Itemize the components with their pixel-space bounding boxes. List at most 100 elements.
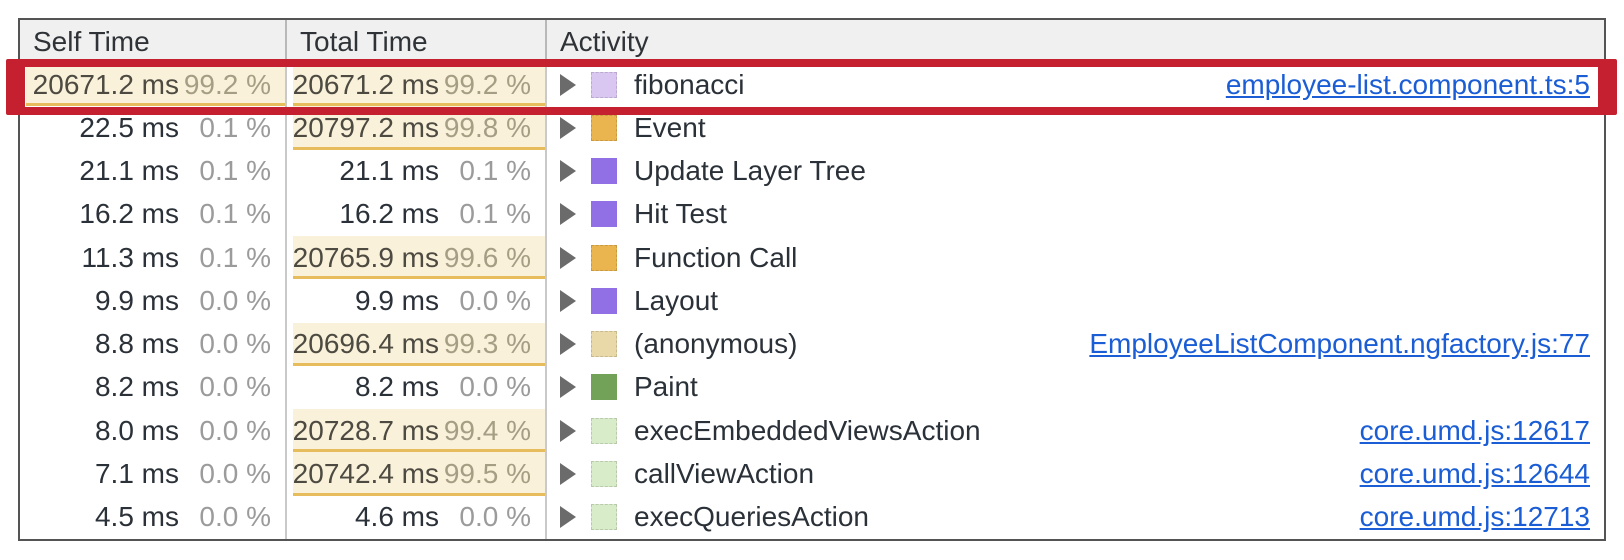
source-link[interactable]: core.umd.js:12713	[1359, 501, 1590, 533]
activity-label: Hit Test	[634, 198, 727, 230]
total-time-cell: 9.9 ms 0.0 %	[287, 279, 547, 323]
category-swatch-icon	[591, 158, 617, 185]
total-time-value: 20797.2 ms	[292, 111, 439, 143]
category-swatch-icon	[591, 201, 617, 228]
expand-arrow-icon[interactable]	[560, 246, 576, 269]
category-swatch-icon	[591, 114, 617, 141]
total-time-percent: 99.2 %	[443, 68, 531, 100]
category-swatch-icon	[591, 417, 617, 444]
total-time-value: 4.6 ms	[354, 501, 439, 533]
self-time-percent: 0.1 %	[199, 155, 271, 187]
self-time-cell: 16.2 ms 0.1 %	[20, 192, 287, 237]
expand-arrow-icon[interactable]	[560, 376, 576, 399]
self-time-percent: 0.1 %	[199, 111, 271, 143]
performance-bottom-up-table: Self Time Total Time Activity 20671.2 ms…	[18, 18, 1606, 541]
expand-arrow-icon[interactable]	[560, 463, 576, 486]
category-swatch-icon	[591, 461, 617, 488]
total-time-cell: 20671.2 ms 99.2 %	[287, 63, 547, 107]
self-time-percent: 0.0 %	[199, 371, 271, 403]
activity-cell: Hit Test	[547, 193, 1604, 236]
activity-cell: Event	[547, 106, 1604, 149]
self-time-value: 21.1 ms	[79, 155, 179, 187]
activity-label: Update Layer Tree	[634, 155, 866, 187]
table-row[interactable]: 22.5 ms 0.1 % 20797.2 ms 99.8 % Event	[20, 106, 1604, 150]
activity-cell: (anonymous) EmployeeListComponent.ngfact…	[547, 323, 1604, 366]
activity-label: Paint	[634, 371, 698, 403]
source-link[interactable]: EmployeeListComponent.ngfactory.js:77	[1089, 328, 1590, 360]
total-time-cell: 20728.7 ms 99.4 %	[287, 409, 547, 453]
total-time-percent: 99.4 %	[443, 414, 531, 446]
activity-cell: Paint	[547, 366, 1604, 409]
table-row[interactable]: 8.0 ms 0.0 % 20728.7 ms 99.4 % execEmbed…	[20, 409, 1604, 453]
self-time-value: 22.5 ms	[79, 111, 179, 143]
expand-arrow-icon[interactable]	[560, 506, 576, 529]
source-link[interactable]: employee-list.component.ts:5	[1225, 68, 1590, 100]
total-time-percent: 0.0 %	[459, 371, 531, 403]
activity-cell: Function Call	[547, 236, 1604, 279]
self-time-value: 9.9 ms	[94, 284, 179, 316]
self-time-value: 20671.2 ms	[32, 68, 179, 100]
expand-arrow-icon[interactable]	[560, 116, 576, 139]
table-row[interactable]: 7.1 ms 0.0 % 20742.4 ms 99.5 % callViewA…	[20, 452, 1604, 496]
expand-arrow-icon[interactable]	[560, 289, 576, 312]
self-time-cell: 7.1 ms 0.0 %	[20, 452, 287, 496]
self-time-value: 8.8 ms	[94, 328, 179, 360]
total-time-cell: 21.1 ms 0.1 %	[287, 149, 547, 193]
self-time-value: 4.5 ms	[94, 501, 179, 533]
self-time-value: 7.1 ms	[94, 458, 179, 490]
activity-cell: execEmbeddedViewsAction core.umd.js:1261…	[547, 409, 1604, 452]
self-time-value: 16.2 ms	[79, 198, 179, 230]
table-row[interactable]: 4.5 ms 0.0 % 4.6 ms 0.0 % execQueriesAct…	[20, 495, 1604, 539]
self-time-percent: 99.2 %	[183, 68, 271, 100]
self-time-value: 8.2 ms	[94, 371, 179, 403]
total-time-cell: 4.6 ms 0.0 %	[287, 495, 547, 539]
total-time-value: 20696.4 ms	[292, 328, 439, 360]
total-time-value: 20742.4 ms	[292, 458, 439, 490]
self-time-column-header[interactable]: Self Time	[20, 20, 287, 63]
source-link[interactable]: core.umd.js:12617	[1359, 414, 1590, 446]
table-row[interactable]: 9.9 ms 0.0 % 9.9 ms 0.0 % Layout	[20, 279, 1604, 323]
self-time-percent: 0.0 %	[199, 284, 271, 316]
self-time-cell: 20671.2 ms 99.2 %	[20, 63, 287, 107]
table-row[interactable]: 20671.2 ms 99.2 % 20671.2 ms 99.2 % fibo…	[20, 63, 1604, 107]
total-time-percent: 0.0 %	[459, 501, 531, 533]
total-time-percent: 99.3 %	[443, 328, 531, 360]
category-swatch-icon	[591, 331, 617, 358]
expand-arrow-icon[interactable]	[560, 419, 576, 442]
total-time-cell: 20765.9 ms 99.6 %	[287, 236, 547, 280]
activity-column-header[interactable]: Activity	[560, 25, 649, 57]
total-time-column-header[interactable]: Total Time	[287, 20, 547, 63]
expand-arrow-icon[interactable]	[560, 160, 576, 183]
self-time-percent: 0.1 %	[199, 198, 271, 230]
total-time-value: 20728.7 ms	[292, 414, 439, 446]
self-time-cell: 8.8 ms 0.0 %	[20, 322, 287, 366]
expand-arrow-icon[interactable]	[560, 333, 576, 356]
self-time-percent: 0.1 %	[199, 241, 271, 273]
self-time-cell: 11.3 ms 0.1 %	[20, 236, 287, 280]
table-row[interactable]: 16.2 ms 0.1 % 16.2 ms 0.1 % Hit Test	[20, 192, 1604, 237]
table-row[interactable]: 8.8 ms 0.0 % 20696.4 ms 99.3 % (anonymou…	[20, 322, 1604, 366]
expand-arrow-icon[interactable]	[560, 73, 576, 96]
category-swatch-icon	[591, 374, 617, 401]
activity-cell: fibonacci employee-list.component.ts:5	[547, 63, 1604, 106]
self-time-percent: 0.0 %	[199, 328, 271, 360]
self-time-value: 11.3 ms	[81, 241, 179, 273]
total-time-cell: 16.2 ms 0.1 %	[287, 192, 547, 237]
total-time-cell: 20742.4 ms 99.5 %	[287, 452, 547, 496]
activity-label: execQueriesAction	[634, 501, 870, 533]
table-row[interactable]: 11.3 ms 0.1 % 20765.9 ms 99.6 % Function…	[20, 236, 1604, 280]
total-time-value: 16.2 ms	[339, 198, 439, 230]
total-time-value: 9.9 ms	[354, 284, 439, 316]
total-time-cell: 8.2 ms 0.0 %	[287, 365, 547, 410]
activity-label: fibonacci	[634, 68, 745, 100]
total-time-value: 20671.2 ms	[292, 68, 439, 100]
table-row[interactable]: 21.1 ms 0.1 % 21.1 ms 0.1 % Update Layer…	[20, 149, 1604, 193]
expand-arrow-icon[interactable]	[560, 203, 576, 226]
activity-cell: Layout	[547, 279, 1604, 322]
table-header-row: Self Time Total Time Activity	[20, 20, 1604, 63]
source-link[interactable]: core.umd.js:12644	[1359, 458, 1590, 490]
activity-cell: execQueriesAction core.umd.js:12713	[547, 496, 1604, 539]
table-row[interactable]: 8.2 ms 0.0 % 8.2 ms 0.0 % Paint	[20, 365, 1604, 410]
total-time-percent: 0.1 %	[459, 198, 531, 230]
total-time-percent: 0.0 %	[459, 284, 531, 316]
